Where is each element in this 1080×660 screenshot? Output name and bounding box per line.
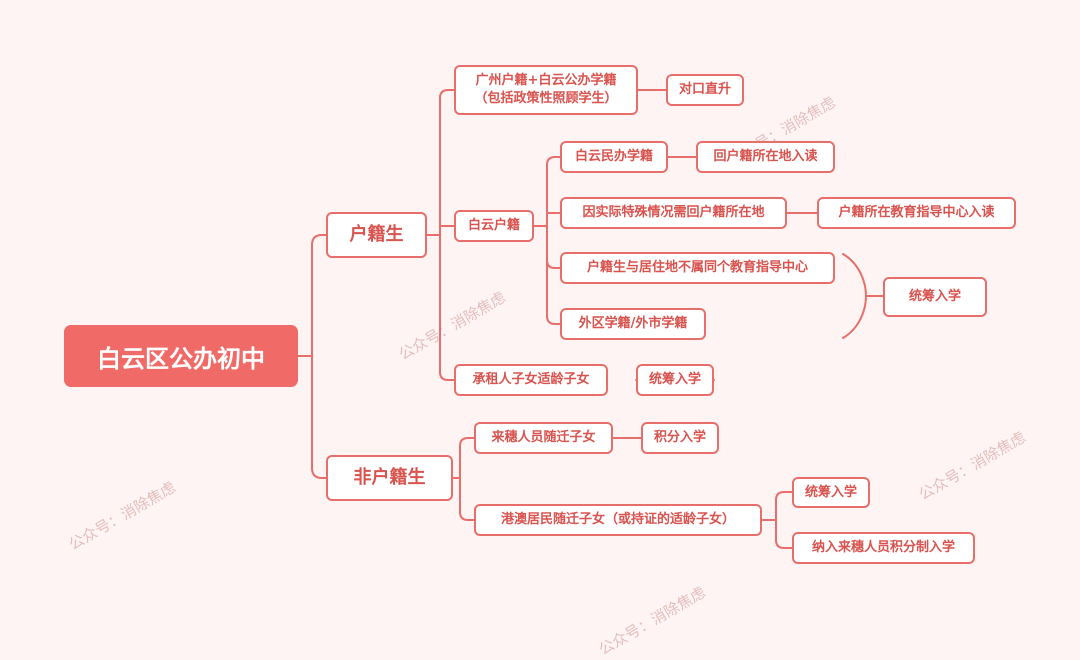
- node-tongchou-group: 统筹入学: [883, 277, 987, 317]
- node-teshu-target: 户籍所在教育指导中心入读: [817, 197, 1016, 229]
- node-waiqu: 外区学籍/外市学籍: [560, 308, 706, 340]
- node-gangao: 港澳居民随迁子女（或持证的适龄子女）: [474, 504, 762, 536]
- node-guangzhou-line1: 广州户籍+白云公办学籍: [475, 73, 617, 88]
- node-guangzhou-line2: （包括政策性照顾学生）: [474, 91, 618, 106]
- node-baiyun-hukou: 白云户籍: [454, 210, 534, 242]
- node-butong: 户籍生与居住地不属同个教育指导中心: [560, 252, 835, 284]
- node-guangzhou-hukou: 广州户籍+白云公办学籍 （包括政策性照顾学生）: [454, 65, 638, 115]
- node-teshu: 因实际特殊情况需回户籍所在地: [560, 197, 787, 229]
- node-duikou: 对口直升: [666, 74, 744, 106]
- node-gangao-target-2: 纳入来穗人员积分制入学: [792, 532, 975, 564]
- node-chengzu: 承租人子女适龄子女: [454, 364, 608, 396]
- node-chengzu-target: 统筹入学: [636, 364, 714, 396]
- node-feihukou: 非户籍生: [326, 455, 453, 501]
- node-laisui: 来穗人员随迁子女: [474, 422, 613, 454]
- node-gangao-target-1: 统筹入学: [792, 477, 870, 508]
- root-node: 白云区公办初中: [64, 325, 298, 387]
- node-minban-target: 回户籍所在地入读: [696, 141, 835, 173]
- node-hukou: 户籍生: [326, 212, 427, 258]
- node-laisui-target: 积分入学: [641, 422, 719, 454]
- node-minban: 白云民办学籍: [560, 141, 668, 173]
